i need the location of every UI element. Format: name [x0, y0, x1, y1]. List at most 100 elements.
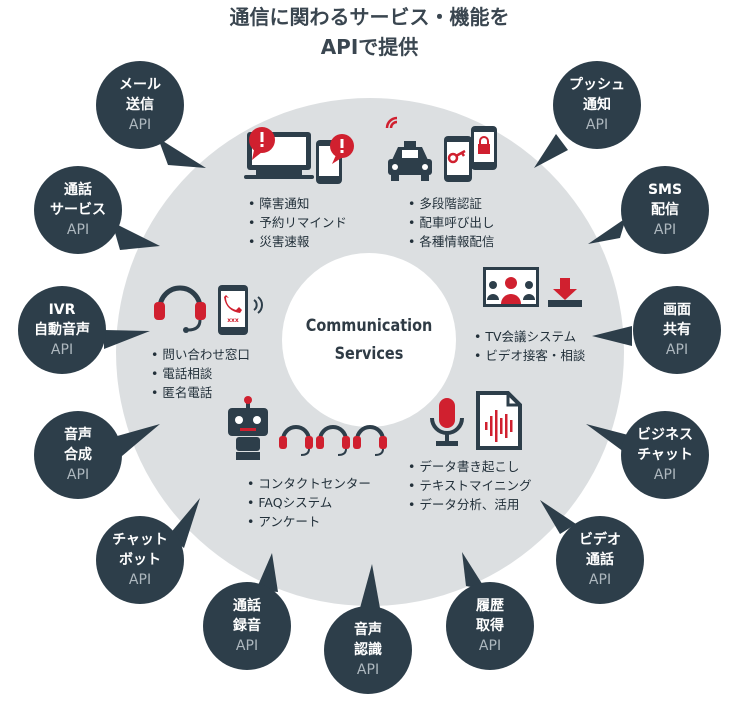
node-api-label: API — [128, 572, 152, 588]
list-item: テキストマイニング — [408, 476, 531, 495]
node-api-label: API — [585, 117, 609, 133]
use-case-list-data: データ書き起こし テキストマイニング データ分析、活用 — [408, 457, 532, 514]
center-label-line1: Communication — [305, 316, 433, 336]
node-circle-tts — [34, 411, 122, 499]
node-label: 配信 — [651, 202, 679, 218]
node-label: サービス — [50, 202, 106, 218]
api-node-business-chat: ビジネス チャット API — [621, 411, 709, 499]
list-item: 匿名電話 — [151, 383, 250, 402]
node-label: 自動音声 — [34, 322, 90, 338]
svg-text:xxx: xxx — [227, 317, 239, 324]
node-api-label: API — [653, 222, 677, 238]
list-item: 障害通知 — [248, 194, 347, 213]
node-circle-mail — [96, 61, 184, 149]
connector-recording — [256, 553, 278, 592]
node-circle-push — [553, 61, 641, 149]
list-item: コンタクトセンター — [247, 474, 371, 493]
page-subtitle: APIで提供 — [320, 35, 419, 59]
node-label: 録音 — [233, 618, 261, 634]
node-api-label: API — [50, 342, 74, 358]
list-item: 問い合わせ窓口 — [151, 345, 250, 364]
connector-push — [534, 134, 568, 168]
center-circle — [282, 253, 456, 427]
connector-sms — [588, 218, 626, 244]
node-label: SMS — [647, 182, 683, 198]
node-api-label: API — [478, 638, 502, 654]
node-api-label: API — [665, 342, 689, 358]
node-circle-sms — [621, 166, 709, 254]
node-label: 認識 — [354, 642, 382, 658]
list-item: 多段階認証 — [408, 194, 494, 213]
api-node-recording: 通話 録音 API — [203, 582, 291, 670]
connector-business-chat — [586, 424, 632, 452]
api-node-call-service: 通話 サービス API — [34, 166, 122, 254]
node-circle-chatbot — [96, 516, 184, 604]
node-api-label: API — [66, 467, 90, 483]
phone-call-icon: xxx — [218, 285, 263, 335]
api-node-history: 履歴 取得 API — [446, 582, 534, 670]
node-label: ビデオ — [579, 532, 621, 548]
list-item: ビデオ接客・相談 — [474, 346, 585, 365]
node-label: 取得 — [476, 618, 504, 634]
center-label: Communication Services — [289, 312, 449, 368]
list-item: 予約リマインド — [248, 213, 347, 232]
api-node-mail: メール 送信 API — [96, 61, 184, 149]
phone-alert-icon — [316, 134, 354, 184]
monitor-alert-icon — [244, 127, 314, 179]
use-case-list-contact: コンタクトセンター FAQシステム アンケート — [247, 474, 371, 531]
node-label: 通話 — [64, 182, 92, 198]
node-label: 通話 — [586, 552, 614, 568]
center-label-line2: Services — [334, 344, 404, 364]
list-item: 災害速報 — [248, 232, 347, 251]
node-circle-video-call — [556, 516, 644, 604]
node-circle-business-chat — [621, 411, 709, 499]
chatbot-icon — [228, 396, 268, 460]
node-label: 履歴 — [476, 598, 504, 614]
node-api-label: API — [588, 572, 612, 588]
node-api-label: API — [356, 662, 380, 678]
list-item: 各種情報配信 — [408, 232, 494, 251]
node-circle-ivr — [18, 286, 106, 374]
taxi-icon — [385, 116, 432, 181]
use-case-list-alerts: 障害通知 予約リマインド 災害速報 — [248, 194, 347, 251]
node-label: 画面 — [663, 302, 691, 318]
node-label: 通知 — [583, 97, 611, 113]
phone-lock-icon — [471, 126, 497, 170]
headset-icon — [279, 425, 387, 456]
node-circle-history — [446, 582, 534, 670]
connector-speech — [360, 564, 380, 608]
api-node-push: プッシュ 通知 API — [553, 61, 641, 149]
node-label: プッシュ — [569, 77, 625, 93]
video-conference-icon — [483, 267, 539, 307]
connector-history — [462, 552, 486, 590]
list-item: 配車呼び出し — [408, 213, 494, 232]
headset-icon — [154, 285, 206, 333]
use-case-list-auth: 多段階認証 配車呼び出し 各種情報配信 — [408, 194, 494, 251]
node-api-label: API — [235, 638, 259, 654]
node-api-label: API — [128, 117, 152, 133]
node-label: 音声 — [64, 427, 92, 443]
microphone-icon — [430, 398, 464, 446]
node-circle-speech — [324, 606, 412, 694]
node-label: チャット — [112, 532, 168, 548]
node-api-label: API — [653, 467, 677, 483]
api-node-screen-share: 画面 共有 API — [633, 286, 721, 374]
list-item: データ分析、活用 — [408, 495, 532, 514]
connector-ivr — [104, 330, 150, 349]
node-circle-screen-share — [633, 286, 721, 374]
connector-tts — [110, 424, 160, 456]
download-icon — [548, 278, 582, 307]
node-label: チャット — [637, 447, 693, 463]
node-label: 音声 — [354, 622, 382, 638]
api-node-ivr: IVR 自動音声 API — [18, 286, 106, 374]
node-label: IVR — [48, 302, 76, 318]
api-node-tts: 音声 合成 API — [34, 411, 122, 499]
page-title: 通信に関わるサービス・機能を — [229, 5, 510, 29]
use-case-list-inquiry: 問い合わせ窓口 電話相談 匿名電話 — [151, 345, 250, 402]
phone-key-icon — [444, 136, 472, 182]
connector-video-call — [540, 500, 576, 534]
list-item: TV会議システム — [474, 327, 585, 346]
node-label: 共有 — [663, 322, 691, 338]
list-item: FAQシステム — [247, 493, 371, 512]
